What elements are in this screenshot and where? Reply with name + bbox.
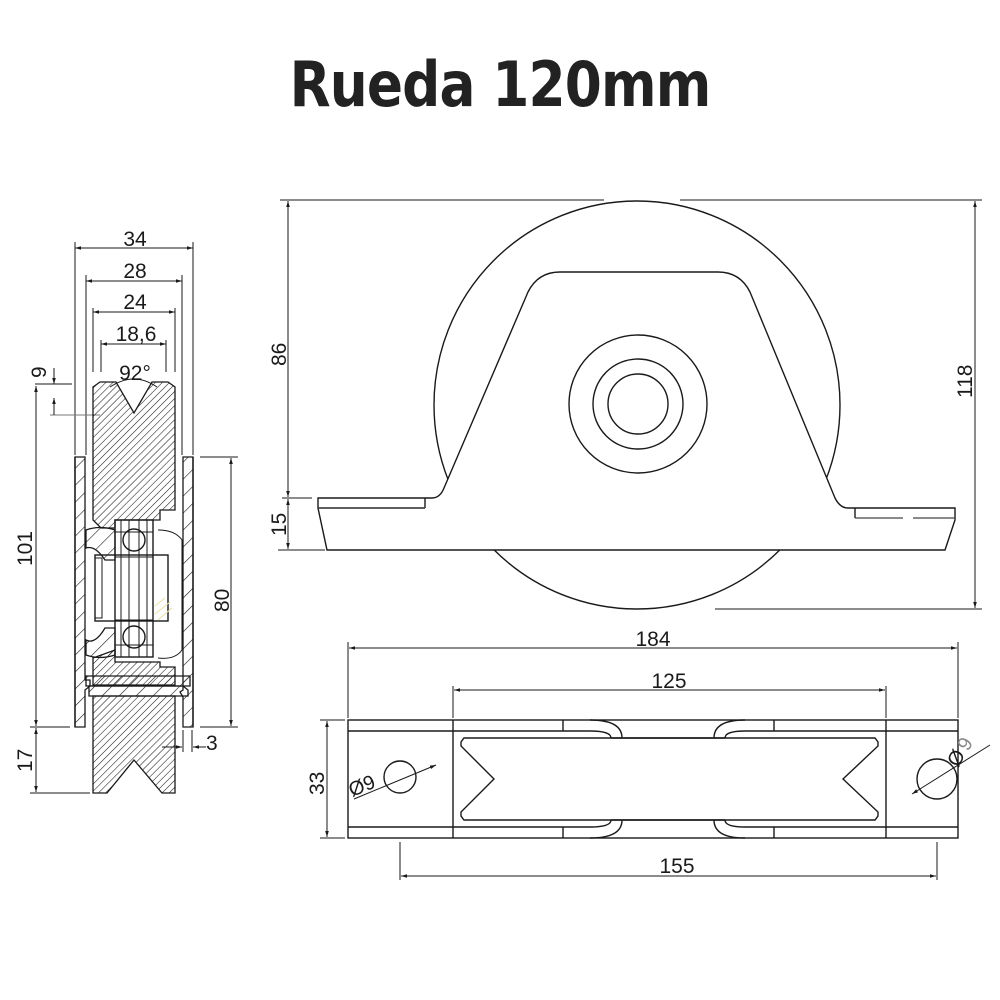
drawing-title: Rueda 120mm <box>289 48 712 121</box>
dim-angle-92: 92° <box>119 362 151 385</box>
dim-height-101: 101 <box>14 531 37 566</box>
dim-width-24: 24 <box>123 291 147 314</box>
dim-total-118: 118 <box>954 365 977 398</box>
dim-groove-18-6: 18,6 <box>116 323 157 346</box>
dim-thickness-3: 3 <box>206 732 218 755</box>
dim-height-80: 80 <box>211 589 234 612</box>
hole-left-label: Ø9 <box>346 771 379 801</box>
dim-base-15: 15 <box>268 513 291 536</box>
dim-bottom-17: 17 <box>14 749 37 772</box>
top-view: 184 125 155 33 <box>306 628 991 880</box>
dim-height-86: 86 <box>268 343 291 366</box>
dim-length-184: 184 <box>635 628 670 651</box>
dim-depth-33: 33 <box>306 772 329 795</box>
dim-width-34: 34 <box>123 228 147 251</box>
dim-inner-125: 125 <box>651 670 686 693</box>
dim-width-28: 28 <box>123 260 146 283</box>
dim-holes-155: 155 <box>659 855 694 878</box>
cross-section-view: 34 28 24 18,6 92° 9 101 17 80 3 <box>14 228 238 794</box>
dim-groove-depth-9: 9 <box>28 366 51 378</box>
front-view: 86 15 118 <box>268 199 982 610</box>
